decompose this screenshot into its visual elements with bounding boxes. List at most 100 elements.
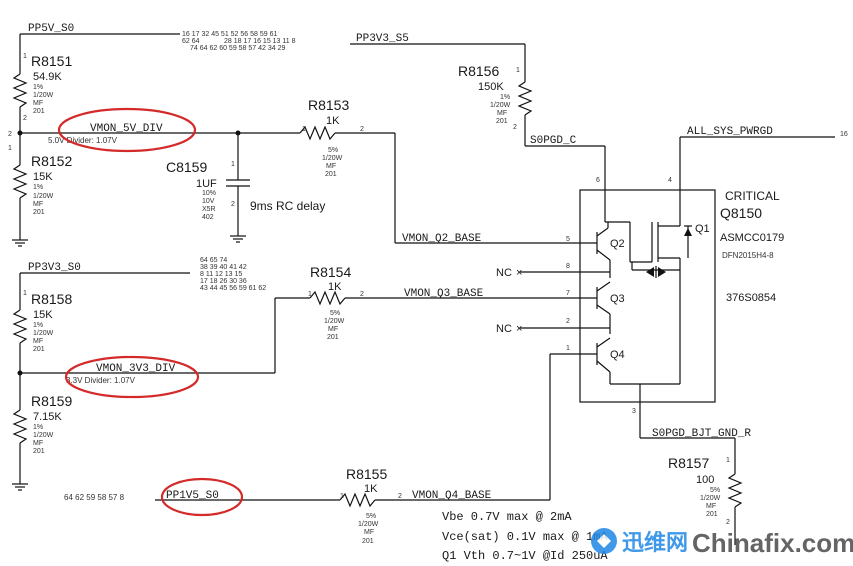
svg-text:201: 201 [327, 334, 339, 341]
svg-text:×: × [516, 267, 522, 279]
highlight-oval-pp1v5 [160, 477, 244, 517]
pp3v3-s5-section: PP3V3_S5 1 2 R8156 150K 1% 1/20W MF 201 … [350, 33, 606, 190]
note-vbe: Vbe 0.7V max @ 2mA [442, 510, 572, 524]
watermark: 迅维网 Chinafix.com [591, 528, 853, 558]
resistor-r8154: 1 2 R8154 1K 5% 1/20W MF 201 VMON_Q3_BAS… [274, 264, 580, 373]
resistor-r8152-body [12, 164, 28, 199]
svg-text:1: 1 [726, 457, 730, 464]
net-all-sys-pwrgd: ALL_SYS_PWRGD [687, 126, 773, 138]
net-pp3v3-s0: PP3V3_S0 [28, 262, 81, 274]
ground-icon [230, 235, 246, 243]
svg-text:100: 100 [696, 474, 714, 486]
svg-text:4: 4 [668, 177, 672, 184]
svg-text:MF: MF [364, 529, 374, 536]
ic-ref: Q8150 [720, 205, 762, 221]
svg-text:201: 201 [33, 346, 45, 353]
svg-text:7.15K: 7.15K [33, 411, 62, 423]
svg-text:2: 2 [231, 201, 235, 208]
svg-text:8: 8 [566, 263, 570, 270]
highlight-oval-vmon-5v [57, 107, 197, 153]
svg-text:1K: 1K [328, 281, 342, 293]
svg-text:1/20W: 1/20W [700, 495, 721, 502]
svg-text:MF: MF [33, 338, 43, 345]
svg-text:1: 1 [302, 126, 306, 133]
svg-text:MF: MF [326, 163, 336, 170]
watermark-en: Chinafix.com [692, 528, 853, 558]
svg-text:1%: 1% [33, 424, 43, 431]
svg-text:201: 201 [33, 448, 45, 455]
net-vmon-q4-base: VMON_Q4_BASE [412, 490, 492, 502]
svg-text:5%: 5% [366, 513, 376, 520]
r8157-section: S0PGD_BJT_GND_R 1 2 R8157 100 5% 1/20W M… [639, 402, 751, 545]
svg-text:MF: MF [33, 100, 43, 107]
svg-text:1K: 1K [364, 483, 378, 495]
svg-text:R8159: R8159 [31, 393, 72, 409]
svg-text:15K: 15K [33, 309, 53, 321]
svg-text:2: 2 [23, 115, 27, 122]
svg-text:6: 6 [596, 177, 600, 184]
page-refs-pp5v-3: 74 64 62 60 59 58 57 42 34 29 [190, 45, 285, 52]
svg-text:201: 201 [706, 511, 718, 518]
svg-text:2: 2 [8, 131, 12, 138]
watermark-cn: 迅维网 [622, 530, 688, 555]
svg-text:1/20W: 1/20W [33, 330, 54, 337]
svg-text:MF: MF [706, 503, 716, 510]
net-s0pgd-c: S0PGD_C [530, 135, 577, 147]
svg-text:201: 201 [33, 108, 45, 115]
svg-text:1: 1 [566, 345, 570, 352]
svg-text:1%: 1% [33, 184, 43, 191]
svg-text:X5R: X5R [202, 206, 216, 213]
svg-text:201: 201 [362, 538, 374, 545]
svg-text:2: 2 [566, 318, 570, 325]
svg-text:10V: 10V [202, 198, 215, 205]
ic-package: DFN2015H4-8 [722, 251, 774, 260]
svg-text:R8156: R8156 [458, 63, 499, 79]
svg-text:MF: MF [33, 201, 43, 208]
highlight-oval-vmon-3v3 [64, 355, 200, 399]
note-q1-vth: Q1 Vth 0.7~1V @Id 250uA [442, 549, 608, 563]
svg-text:×: × [516, 323, 522, 335]
svg-text:38 39 40 41 42: 38 39 40 41 42 [200, 264, 247, 271]
svg-text:R8158: R8158 [31, 291, 72, 307]
capacitor-c8159: 1 2 C8159 1UF 10% 10V X5R 402 9ms RC del… [166, 130, 325, 243]
ic-q8150: CRITICAL Q8150 ASMCC0179 DFN2015H4-8 376… [496, 189, 784, 415]
label-q2: Q2 [610, 238, 625, 250]
svg-text:2: 2 [398, 493, 402, 500]
resistor-r8153: 1 2 R8153 1K 5% 1/20W MF 201 VMON_Q2_BAS… [299, 97, 580, 245]
svg-text:64 62 59 58 57 8: 64 62 59 58 57 8 [64, 493, 125, 502]
svg-text:5%: 5% [710, 487, 720, 494]
label-q4: Q4 [610, 349, 625, 361]
pp3v3-s0-section: PP3V3_S0 64 65 74 38 39 40 41 42 8 11 12… [12, 257, 275, 491]
label-q1: Q1 [695, 223, 710, 235]
resistor-r8151-body [12, 73, 28, 108]
svg-text:64 65 74: 64 65 74 [200, 257, 227, 264]
svg-text:R8153: R8153 [308, 97, 349, 113]
svg-text:1: 1 [308, 291, 312, 298]
svg-text:1/20W: 1/20W [490, 102, 511, 109]
nc-label-pin8: NC [496, 267, 512, 279]
svg-text:MF: MF [33, 440, 43, 447]
svg-text:201: 201 [325, 171, 337, 178]
svg-text:201: 201 [496, 118, 508, 125]
svg-text:1: 1 [516, 67, 520, 74]
svg-text:1UF: 1UF [196, 178, 217, 190]
page-refs-pp5v-2a: 62 64 [182, 38, 200, 45]
svg-text:1: 1 [231, 161, 235, 168]
svg-text:17 18 26 30 36: 17 18 26 30 36 [200, 278, 247, 285]
ic-part: ASMCC0179 [720, 232, 784, 244]
r8151-value: 54.9K [33, 71, 62, 83]
svg-text:7: 7 [566, 290, 570, 297]
all-sys-pwrgd-section: ALL_SYS_PWRGD 16 4 6 [596, 126, 848, 190]
net-vmon-5v-div: VMON_5V_DIV [90, 123, 163, 135]
net-s0pgd-bjt-gnd-r: S0PGD_BJT_GND_R [652, 428, 751, 440]
net-pp5v-s0: PP5V_S0 [28, 23, 74, 35]
svg-text:1/20W: 1/20W [322, 155, 343, 162]
pp1v5-section: 64 62 59 58 57 8 PP1V5_S0 1 2 R8155 1K 5… [64, 353, 580, 545]
svg-text:1%: 1% [500, 94, 510, 101]
svg-text:2: 2 [513, 124, 517, 131]
svg-text:16: 16 [840, 131, 848, 138]
svg-text:402: 402 [202, 214, 214, 221]
ground-icon [12, 483, 28, 491]
svg-text:1/20W: 1/20W [33, 432, 54, 439]
nc-label-pin2: NC [496, 323, 512, 335]
